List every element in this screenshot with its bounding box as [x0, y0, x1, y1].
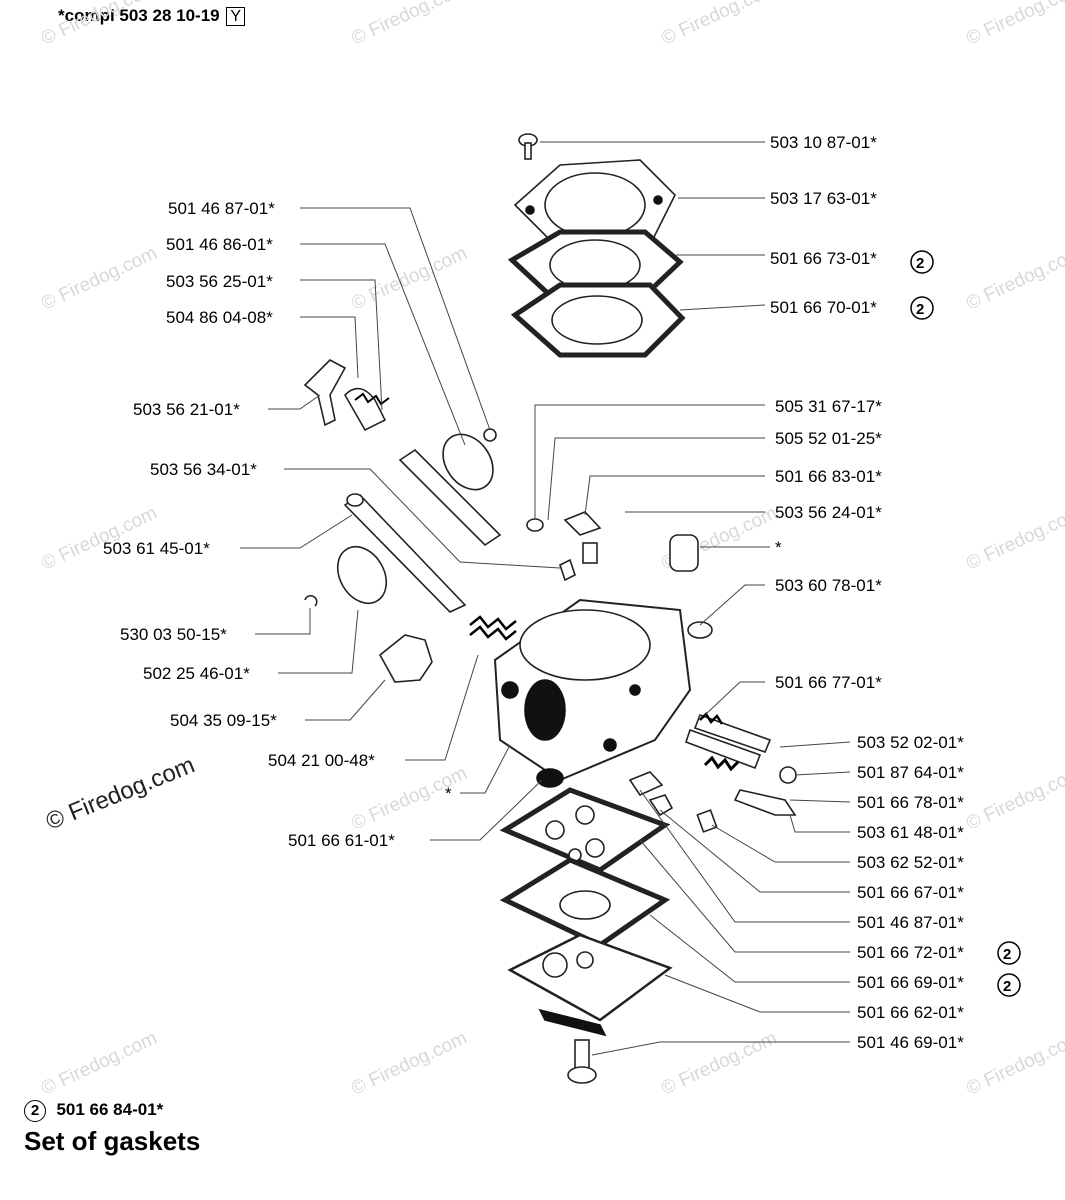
part-label: 501 87 64-01* [857, 763, 964, 782]
carburetor-body-part [493, 598, 692, 782]
svg-text:2: 2 [916, 301, 924, 318]
leader-lines [240, 141, 851, 1056]
part-label: 501 66 83-01* [775, 467, 882, 486]
part-label: 503 10 87-01* [770, 133, 877, 152]
part-label: 501 66 62-01* [857, 1003, 964, 1022]
part-label: 503 61 48-01* [857, 823, 964, 842]
part-labels: 503 10 87-01* 503 17 63-01* 501 66 73-01… [103, 133, 1021, 1052]
part-label: 503 17 63-01* [770, 189, 877, 208]
pump-gasket-part [510, 282, 686, 358]
assembly-code: *compl 503 28 10-19 [58, 6, 220, 25]
part-label: 501 66 69-01* [857, 973, 964, 992]
watermark: © Firedog.com [38, 243, 160, 315]
metering-diaphragm-part [499, 787, 671, 873]
part-label: 501 66 78-01* [857, 793, 964, 812]
adjusting-screws-part [684, 712, 797, 816]
svg-text:2: 2 [1003, 946, 1011, 963]
watermark: © Firedog.com [658, 1028, 780, 1100]
gasket-set-title: Set of gaskets [24, 1126, 201, 1156]
part-drawings [303, 133, 797, 1084]
cover-screw-part [567, 1039, 597, 1084]
part-label: 501 46 87-01* [168, 199, 275, 218]
pump-cover-part [513, 159, 676, 251]
watermark-large: © Firedog.com [42, 751, 198, 835]
part-label: 501 66 72-01* [857, 943, 964, 962]
metering-gasket-part [499, 857, 671, 948]
screw-part [518, 133, 538, 160]
gasket-set-badge: 2 [910, 296, 934, 320]
choke-lever-part [378, 634, 433, 683]
part-label: * [445, 784, 452, 803]
spring-part [469, 615, 517, 641]
metering-cover-part [507, 933, 673, 1037]
lever-part [303, 359, 390, 432]
part-label: 503 52 02-01* [857, 733, 964, 752]
part-label: 505 31 67-17* [775, 397, 882, 416]
legend-footer: 2 501 66 84-01* Set of gaskets [24, 1100, 200, 1157]
watermark: © Firedog.com [348, 1028, 470, 1100]
watermark: © Firedog.com [963, 763, 1065, 835]
assembly-badge: Y [226, 7, 246, 26]
part-label: 503 56 34-01* [150, 460, 257, 479]
part-label: * [775, 538, 782, 557]
part-label: 503 61 45-01* [103, 539, 210, 558]
watermark: © Firedog.com [348, 763, 470, 835]
assembly-header: *compl 503 28 10-19 Y [58, 6, 246, 26]
gasket-set-code: 501 66 84-01* [56, 1100, 164, 1119]
gasket-set-badge: 2 [997, 941, 1021, 965]
gasket-set-badge: 2 [910, 250, 934, 274]
watermark: © Firedog.com [38, 1028, 160, 1100]
svg-text:2: 2 [1003, 978, 1011, 995]
metering-parts [536, 768, 718, 833]
part-label: 501 66 73-01* [770, 249, 877, 268]
part-label: 501 66 77-01* [775, 673, 882, 692]
watermark: © Firedog.com [963, 503, 1065, 575]
part-label: 505 52 01-25* [775, 429, 882, 448]
watermark: © Firedog.com [38, 0, 160, 50]
watermark: © Firedog.com [963, 0, 1065, 50]
part-label: 504 35 09-15* [170, 711, 277, 730]
svg-text:2: 2 [916, 255, 924, 272]
part-label: 501 46 69-01* [857, 1033, 964, 1052]
disc-part [398, 428, 502, 547]
part-label: 504 21 00-48* [268, 751, 375, 770]
watermark: © Firedog.com [658, 0, 780, 50]
watermark: © Firedog.com [348, 0, 470, 50]
part-label: 501 66 67-01* [857, 883, 964, 902]
watermark: © Firedog.com [963, 1028, 1065, 1100]
small-parts [526, 511, 713, 639]
throttle-shaft-part [304, 493, 467, 613]
part-label: 501 46 87-01* [857, 913, 964, 932]
part-label: 503 62 52-01* [857, 853, 964, 872]
part-label: 504 86 04-08* [166, 308, 273, 327]
gasket-set-badge: 2 [24, 1100, 46, 1122]
watermark: © Firedog.com [963, 243, 1065, 315]
part-label: 501 66 61-01* [288, 831, 395, 850]
part-label: 503 60 78-01* [775, 576, 882, 595]
part-label: 503 56 21-01* [133, 400, 240, 419]
part-label: 530 03 50-15* [120, 625, 227, 644]
part-label: 503 56 24-01* [775, 503, 882, 522]
part-label: 501 46 86-01* [166, 235, 273, 254]
part-label: 502 25 46-01* [143, 664, 250, 683]
gasket-set-badge: 2 [997, 973, 1021, 997]
part-label: 503 56 25-01* [166, 272, 273, 291]
part-label: 501 66 70-01* [770, 298, 877, 317]
